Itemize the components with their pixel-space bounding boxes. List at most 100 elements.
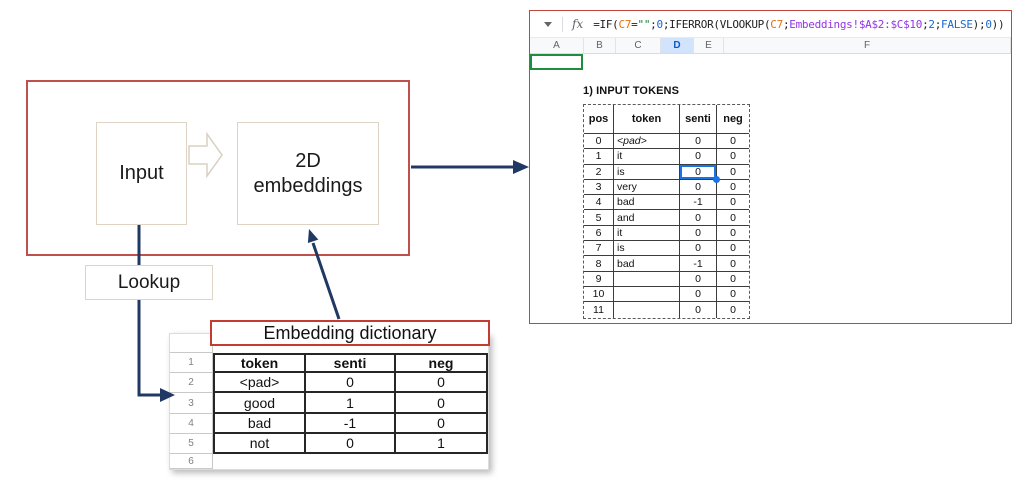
column-header-D[interactable]: D [661, 38, 694, 53]
tokens-cell[interactable]: 2 [584, 164, 614, 180]
tokens-cell[interactable]: 9 [584, 271, 614, 287]
lookup-label: Lookup [117, 271, 181, 293]
tokens-cell[interactable]: 0 [717, 225, 749, 242]
tokens-cell[interactable]: 0 [717, 302, 749, 318]
dict-cell: -1 [306, 414, 396, 434]
tokens-cell[interactable]: and [614, 210, 680, 226]
tokens-cell[interactable]: 10 [584, 286, 614, 303]
dict-row-number: 6 [170, 454, 213, 469]
dict-blank-cell [306, 454, 396, 469]
tokens-cell[interactable]: 5 [584, 210, 614, 226]
tokens-cell[interactable]: bad [614, 195, 680, 211]
tokens-cell[interactable]: 6 [584, 225, 614, 242]
tokens-cell[interactable]: 0 [680, 241, 717, 257]
tokens-cell[interactable]: 0 [680, 149, 717, 165]
tokens-cell[interactable]: 0 [717, 286, 749, 303]
tokens-cell[interactable]: 0 [717, 164, 749, 180]
formula-token: C7 [770, 17, 783, 31]
formula-token: ; [650, 17, 657, 31]
tokens-cell[interactable] [614, 271, 680, 287]
section-title: 1) INPUT TOKENS [583, 85, 680, 97]
tokens-cell[interactable]: <pad> [614, 134, 680, 150]
tokens-cell[interactable]: bad [614, 256, 680, 272]
formula-text[interactable]: =IF(C7="";0;IFERROR(VLOOKUP(C7;Embedding… [593, 18, 1004, 31]
fx-icon: fx [572, 17, 584, 31]
green-selected-cell[interactable] [530, 54, 583, 70]
tokens-cell[interactable]: 0 [717, 210, 749, 226]
formula-token: =IF( [593, 17, 619, 31]
dict-cell: <pad> [213, 373, 306, 393]
formula-token: 2 [928, 17, 935, 31]
tokens-cell[interactable]: 11 [584, 302, 614, 318]
dictionary-title: Embedding dictionary [263, 322, 437, 343]
formula-token: Embeddings!$A$2:$C$10 [789, 17, 923, 31]
tokens-cell[interactable]: 0 [680, 225, 717, 242]
tokens-cell[interactable]: 0 [680, 302, 717, 318]
tokens-cell[interactable]: -1 [680, 256, 717, 272]
dict-cell: 0 [306, 373, 396, 393]
tokens-cell[interactable]: 8 [584, 256, 614, 272]
tokens-cell[interactable]: 3 [584, 179, 614, 196]
tokens-cell[interactable]: 0 [717, 134, 749, 150]
tokens-cell[interactable]: 0 [680, 134, 717, 150]
embeddings-box: 2D embeddings [237, 122, 379, 225]
dict-cell: 1 [306, 393, 396, 414]
tokens-cell[interactable] [614, 302, 680, 318]
embeddings-label: 2D embeddings [253, 149, 363, 197]
tokens-cell[interactable]: is [614, 241, 680, 257]
tokens-cell[interactable]: 0 [717, 256, 749, 272]
input-label: Input [119, 162, 164, 184]
formula-token: = [631, 17, 638, 31]
tokens-cell[interactable] [614, 286, 680, 303]
tokens-header-neg: neg [717, 105, 749, 134]
formula-bar-divider [562, 16, 563, 32]
tokens-cell[interactable]: it [614, 149, 680, 165]
dict-cell: bad [213, 414, 306, 434]
tokens-cell[interactable]: 0 [717, 149, 749, 165]
hollow-right-arrow-icon [188, 131, 223, 179]
tokens-cell[interactable]: 0 [717, 179, 749, 196]
tokens-cell[interactable]: 0 [717, 271, 749, 287]
dict-row-number: 1 [170, 353, 213, 373]
tokens-cell[interactable]: 0 [680, 210, 717, 226]
tokens-cell[interactable]: 7 [584, 241, 614, 257]
tokens-cell[interactable]: -1 [680, 195, 717, 211]
tokens-cell[interactable]: 4 [584, 195, 614, 211]
formula-bar[interactable]: fx =IF(C7="";0;IFERROR(VLOOKUP(C7;Embedd… [530, 11, 1011, 38]
spreadsheet-panel: fx =IF(C7="";0;IFERROR(VLOOKUP(C7;Embedd… [529, 10, 1012, 324]
tokens-cell[interactable]: 0 [717, 195, 749, 211]
dict-row-number: 2 [170, 373, 213, 393]
tokens-cell[interactable]: 0 [584, 134, 614, 150]
tokens-cell[interactable]: it [614, 225, 680, 242]
dict-header-token: token [213, 353, 306, 373]
column-header-F[interactable]: F [724, 38, 1011, 53]
tokens-cell[interactable]: 0 [680, 179, 717, 196]
input-box: Input [96, 122, 187, 225]
dict-row-number: 4 [170, 414, 213, 434]
formula-token: 0 [985, 17, 992, 31]
tokens-cell[interactable]: 1 [584, 149, 614, 165]
tokens-cell[interactable]: 0 [717, 241, 749, 257]
tokens-cell[interactable]: is [614, 164, 680, 180]
tokens-cell[interactable]: very [614, 179, 680, 196]
tokens-cell[interactable]: 0 [680, 286, 717, 303]
tokens-header-token: token [614, 105, 680, 134]
dict-cell: 0 [306, 434, 396, 454]
dict-cell: good [213, 393, 306, 414]
name-box-dropdown-icon[interactable] [544, 21, 552, 27]
diagram-outer-frame [26, 80, 410, 256]
column-header-E[interactable]: E [694, 38, 724, 53]
tokens-cell[interactable]: 0 [680, 164, 720, 184]
column-header-A[interactable]: A [530, 38, 584, 53]
tokens-cell[interactable]: 0 [680, 271, 717, 287]
formula-token: C7 [618, 17, 632, 31]
tokens-header-pos: pos [584, 105, 614, 134]
column-header-C[interactable]: C [616, 38, 661, 53]
column-header-B[interactable]: B [584, 38, 616, 53]
dict-header-neg: neg [396, 353, 488, 373]
dict-cell: 0 [396, 393, 488, 414]
